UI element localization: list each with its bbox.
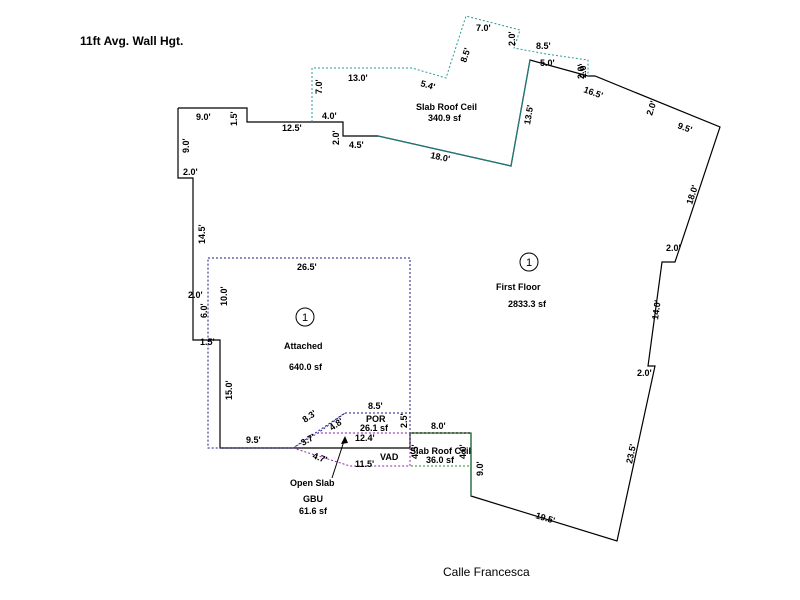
attached-badge-circle (295, 307, 315, 327)
dim-label: 23.5' (624, 443, 638, 464)
slab-edge-line-a (377, 135, 512, 167)
attached-name: Attached (284, 341, 323, 351)
slab-roof-ceil-size: 340.9 sf (428, 113, 462, 123)
first-floor-outline (177, 59, 721, 542)
vad-name: VAD (380, 452, 399, 462)
slab-edge-line-b (510, 59, 531, 167)
dim-label: 9.0' (475, 461, 485, 476)
open-slab-name: Open Slab (290, 478, 335, 488)
dim-label: 2.0' (331, 130, 341, 145)
dim-label: 2.5' (399, 413, 409, 428)
dim-label: 3.7' (299, 432, 317, 448)
first-floor-badge-circle (519, 252, 539, 272)
dim-label: 9.0' (181, 138, 191, 153)
open-slab-pointer (331, 437, 346, 479)
dim-label: 14.5' (197, 224, 207, 244)
dim-label: 9.5' (676, 120, 693, 134)
dim-label: 7.0' (314, 79, 324, 94)
dim-label: 12.5' (282, 123, 302, 133)
dim-label: 7.0' (476, 23, 491, 33)
dim-label: 8.5' (368, 401, 383, 411)
dim-label: 1.5' (229, 111, 239, 126)
dim-label: 8.5' (536, 41, 551, 51)
gbu-size: 61.6 sf (299, 506, 328, 516)
dim-label: 4.5' (410, 444, 420, 459)
dim-label: 2.0' (578, 63, 588, 78)
dim-label: 9.5' (246, 435, 261, 445)
street-name: Calle Francesca (443, 565, 530, 579)
dim-label: 2.0' (666, 243, 681, 253)
dim-label: 13.5' (522, 104, 535, 125)
dim-label: 2.0' (637, 368, 652, 378)
dim-label: 4.7' (311, 450, 328, 464)
dim-label: 5.4' (419, 78, 436, 92)
small-slab-size: 36.0 sf (426, 455, 455, 465)
dim-label: 26.5' (297, 262, 317, 272)
dim-label: 12.4' (355, 433, 375, 443)
slab-roof-ceil-outline (311, 15, 589, 122)
dim-label: 15.0' (224, 380, 234, 400)
dim-label: 1.5' (200, 337, 215, 347)
dim-label: 18.0' (430, 150, 451, 164)
dim-label: 6.0' (199, 303, 209, 318)
dim-label: 19.5' (534, 510, 556, 525)
dim-label: 13.0' (348, 73, 368, 83)
dim-label: 8.0' (431, 421, 446, 431)
dim-label: 2.0' (644, 100, 658, 117)
attached-badge: 1 (302, 312, 308, 324)
dim-label: 4.8' (327, 416, 345, 433)
dim-label: 8.3' (300, 408, 318, 425)
dim-label: 2.0' (507, 31, 517, 46)
attached-size: 640.0 sf (289, 362, 323, 372)
dim-label: 2.0' (188, 290, 203, 300)
slab-roof-ceil-name: Slab Roof Ceil (416, 102, 477, 112)
dim-label: 9.0' (196, 112, 211, 122)
first-floor-name: First Floor (496, 282, 541, 292)
dim-label: 4.0' (458, 444, 468, 459)
por-name: POR (366, 414, 386, 424)
open-slab-arrowhead (341, 436, 348, 444)
first-floor-size: 2833.3 sf (508, 299, 547, 309)
por-size: 26.1 sf (360, 423, 389, 433)
dim-label: 4.5' (349, 140, 364, 150)
dim-label: 8.5' (458, 47, 472, 64)
dim-label: 11.5' (355, 459, 374, 469)
first-floor-badge: 1 (526, 257, 532, 269)
gbu-name: GBU (303, 494, 323, 504)
dim-label: 10.0' (219, 286, 229, 306)
small-slab-name: Slab Roof Ceil (410, 446, 471, 456)
dim-label: 16.5' (582, 84, 604, 100)
dim-label: 14.0' (650, 299, 663, 320)
dim-label: 5.0' (540, 58, 555, 68)
vad-outline (292, 432, 411, 467)
dim-label: 2.0' (183, 167, 198, 177)
dim-label: 2.0' (576, 64, 586, 79)
wall-height-note: 11ft Avg. Wall Hgt. (80, 34, 184, 48)
dim-label: 4.0' (322, 111, 337, 121)
